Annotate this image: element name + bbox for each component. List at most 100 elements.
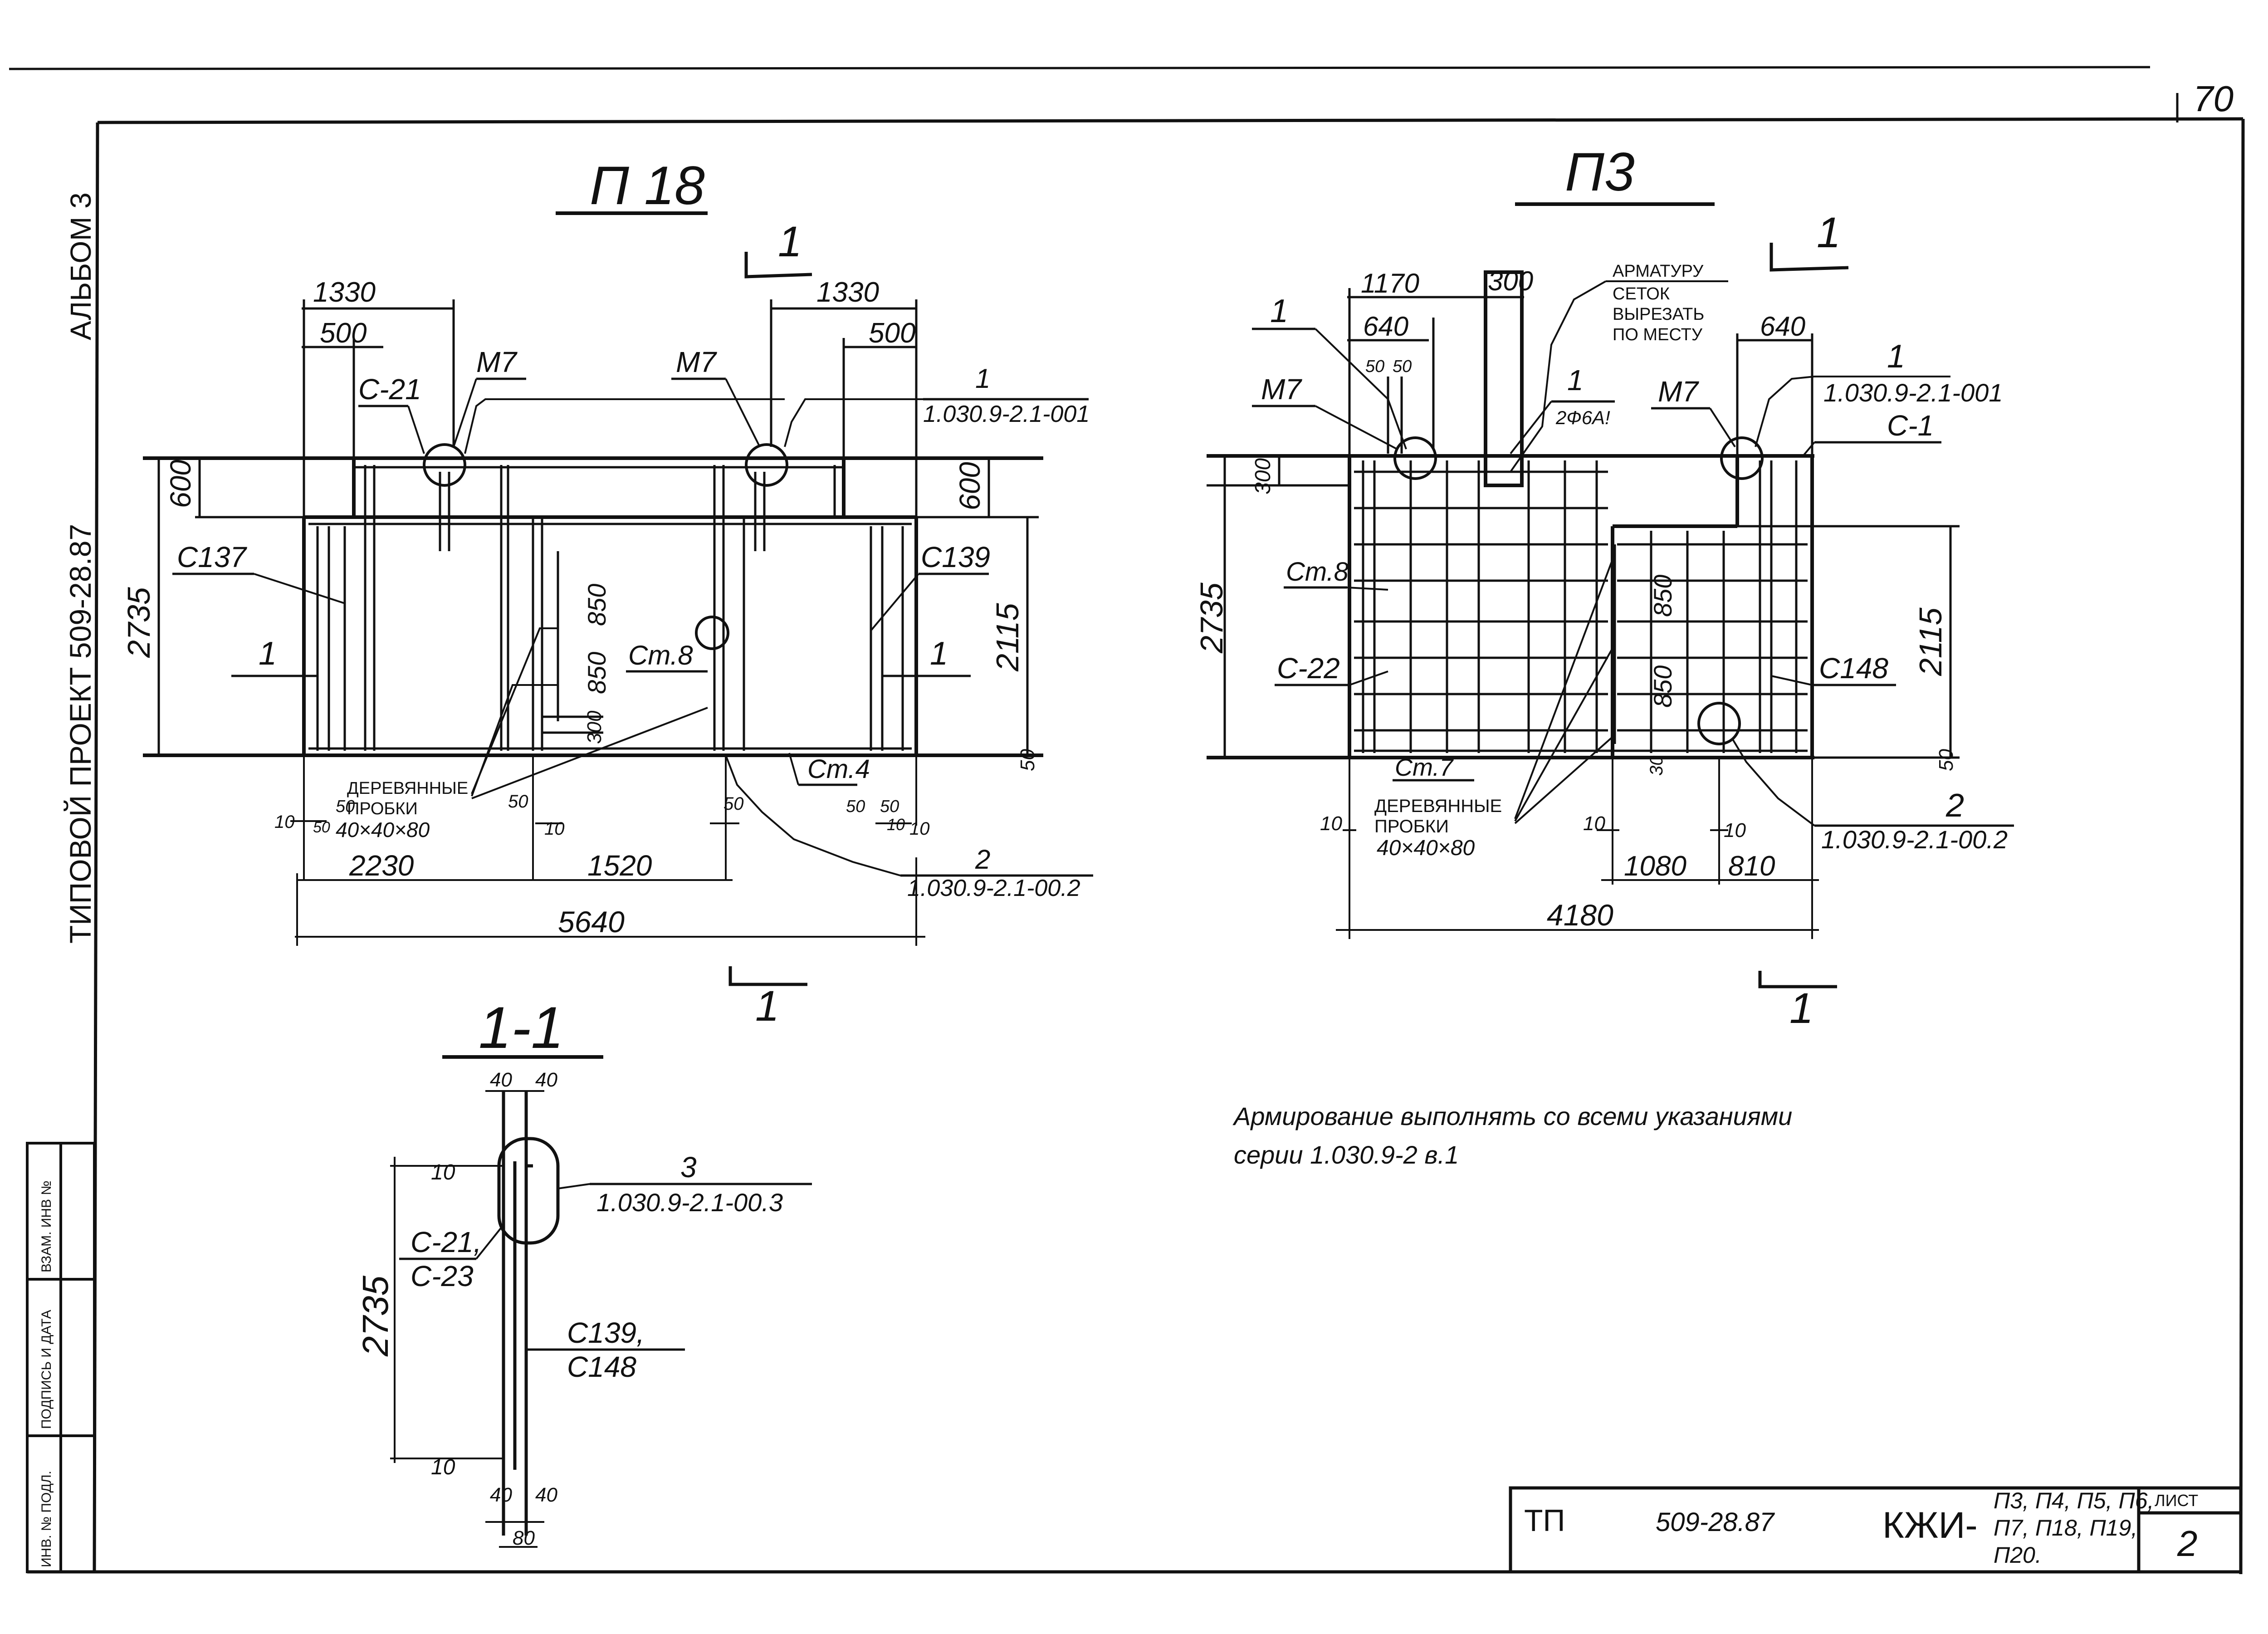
p18-dim-10-b: 10 bbox=[544, 819, 565, 839]
p3-dim-4180: 4180 bbox=[1547, 898, 1613, 932]
p18-vert-dims bbox=[157, 458, 1039, 757]
p18-dim-2115: 2115 bbox=[990, 602, 1025, 672]
p3-label-1-top: 1 bbox=[1270, 293, 1288, 329]
p3-dim-300: 300 bbox=[1488, 266, 1533, 296]
p18-ref1-num: 1 bbox=[975, 363, 990, 394]
section-dim-80: 80 bbox=[513, 1527, 535, 1549]
p18-label-1-left: 1 bbox=[259, 636, 277, 672]
p18-dim-50-a: 50 bbox=[313, 819, 330, 836]
section-1-1: 1-1 40 40 10 2735 10 40 40 80 3 1.030.9-… bbox=[355, 994, 812, 1549]
p18-dim-2735: 2735 bbox=[121, 587, 156, 658]
p18-ref1: 1.030.9-2.1-001 bbox=[923, 401, 1090, 427]
p18-dim-500-right: 500 bbox=[869, 318, 915, 349]
title-items-1: П3, П4, П5, П6, bbox=[1994, 1488, 2154, 1513]
p18-dim-850-b: 850 bbox=[582, 652, 611, 694]
title-number: 509-28.87 bbox=[1656, 1507, 1775, 1537]
p3-wood-1: ДЕРЕВЯННЫЕ bbox=[1374, 796, 1502, 816]
p3-note-line-3: ВЫРЕЗАТЬ bbox=[1613, 305, 1704, 324]
section-body bbox=[497, 1091, 560, 1536]
p3-mesh bbox=[1354, 460, 1808, 753]
title-tp: ТП bbox=[1524, 1503, 1565, 1538]
p18-wood-1: ДЕРЕВЯННЫЕ bbox=[347, 779, 468, 798]
section-ref3-num: 3 bbox=[680, 1151, 697, 1184]
stamp-cell-1: ВЗАМ. ИНВ № bbox=[39, 1180, 54, 1272]
section-ref3: 1.030.9-2.1-00.3 bbox=[596, 1188, 783, 1217]
p3-dim-2735: 2735 bbox=[1194, 582, 1229, 654]
section-dim-40-top-left: 40 bbox=[490, 1069, 512, 1091]
p18-title: П 18 bbox=[590, 155, 705, 216]
p18-dim-1330-right: 1330 bbox=[816, 277, 879, 308]
p3-dim-300-vert: 300 bbox=[1251, 458, 1275, 494]
p18-dim-10-c: 10 bbox=[909, 819, 930, 839]
title-code: КЖИ- bbox=[1882, 1505, 1978, 1546]
p3-dim-640-left: 640 bbox=[1363, 311, 1408, 342]
p18-label-m7-right: M7 bbox=[676, 346, 717, 378]
p3-ref2-num: 2 bbox=[1945, 788, 1964, 824]
section-label-c23: C-23 bbox=[411, 1260, 474, 1292]
p18-reinforcement bbox=[308, 465, 912, 751]
p3-label-c22: C-22 bbox=[1277, 652, 1340, 685]
p3-wood-2: ПРОБКИ bbox=[1374, 817, 1449, 837]
side-stamp bbox=[26, 1142, 96, 1573]
p3-label-m7-left: M7 bbox=[1261, 373, 1302, 406]
p3-outline bbox=[1207, 270, 1814, 759]
p3-dim-850-a: 850 bbox=[1648, 575, 1677, 617]
p3-label-st8: Ст.8 bbox=[1286, 557, 1349, 587]
p3-section-mark-top: 1 bbox=[1817, 209, 1841, 257]
p3-dim-810: 810 bbox=[1728, 851, 1775, 882]
p18-dim-850-a: 850 bbox=[582, 584, 611, 626]
p18-dim-600-left: 600 bbox=[164, 460, 197, 508]
p18-ref2-num: 2 bbox=[975, 844, 990, 875]
title-sheet-label: ЛИСТ bbox=[2155, 1491, 2198, 1510]
section-label-c148: C148 bbox=[567, 1350, 636, 1383]
p3-wood-3: 40×40×80 bbox=[1377, 836, 1475, 860]
p3-title: П3 bbox=[1565, 142, 1635, 202]
p3-dim-10-b: 10 bbox=[1583, 812, 1605, 835]
section-dim-40-top-right: 40 bbox=[535, 1069, 557, 1091]
p3-ref1: 1.030.9-2.1-001 bbox=[1823, 378, 2003, 407]
p3-section-mark-bottom: 1 bbox=[1789, 984, 1813, 1032]
p3-dim-2115: 2115 bbox=[1913, 607, 1948, 676]
section-dim-40-bot-right: 40 bbox=[535, 1484, 557, 1506]
p18-label-st8: Ст.8 bbox=[628, 640, 693, 670]
p3-dim-30: 30 bbox=[1647, 756, 1667, 776]
section-title: 1-1 bbox=[479, 994, 564, 1061]
album-label: АЛЬБОМ 3 bbox=[64, 192, 97, 340]
stamp-cell-3: ИНВ. № ПОДЛ. bbox=[39, 1471, 54, 1567]
p3-label-c148: C148 bbox=[1819, 652, 1888, 685]
p3-label-m7-right: M7 bbox=[1658, 375, 1699, 408]
p18-wood-3: 40×40×80 bbox=[336, 818, 430, 841]
section-dim-2735: 2735 bbox=[355, 1276, 396, 1357]
p18-section-mark-top: 1 bbox=[778, 218, 802, 266]
p3-dim-1170: 1170 bbox=[1361, 268, 1419, 298]
note-line-2: серии 1.030.9-2 в.1 bbox=[1234, 1140, 1459, 1169]
p18-ref2: 1.030.9-2.1-00.2 bbox=[907, 875, 1080, 901]
sheet-frame bbox=[9, 66, 2245, 1575]
p3-dim-1080: 1080 bbox=[1624, 851, 1686, 882]
p3-callouts bbox=[1393, 436, 1764, 745]
p3-note-line-4: ПО МЕСТУ bbox=[1613, 325, 1703, 344]
p18-dim-500-left: 500 bbox=[320, 318, 367, 349]
p18-dim-10-d: 10 bbox=[887, 815, 905, 834]
p18-dim-50-c: 50 bbox=[723, 794, 744, 814]
p3-dim-50-right: 50 bbox=[1935, 749, 1957, 771]
p3-bottom-dims bbox=[1336, 758, 1819, 939]
p3-note-line-2: СЕТОК bbox=[1613, 284, 1670, 303]
p18-dim-2230: 2230 bbox=[349, 849, 414, 882]
section-label-c139: C139, bbox=[567, 1316, 645, 1349]
title-items-2: П7, П18, П19, bbox=[1994, 1515, 2137, 1541]
p18-section-mark-bottom: 1 bbox=[755, 982, 779, 1030]
note-line-1: Армирование выполнять со всеми указаниям… bbox=[1232, 1102, 1792, 1130]
p18-label-c21: C-21 bbox=[358, 373, 421, 406]
p3-dim-50-b: 50 bbox=[1393, 357, 1412, 376]
p18-dim-50-d: 50 bbox=[846, 797, 865, 816]
p3-label-rebar: 2Ф6А! bbox=[1555, 407, 1610, 428]
stamp-cell-2: ПОДПИСЬ И ДАТА bbox=[39, 1310, 54, 1429]
p3-ref1-num: 1 bbox=[1887, 338, 1905, 375]
section-dim-10-top: 10 bbox=[431, 1160, 455, 1184]
sheet-corner-number: 70 bbox=[2193, 78, 2234, 119]
p18-label-1-right: 1 bbox=[930, 636, 948, 672]
p18-wood-2: ПРОБКИ bbox=[347, 799, 418, 818]
p18-label-m7-left: M7 bbox=[476, 346, 518, 378]
